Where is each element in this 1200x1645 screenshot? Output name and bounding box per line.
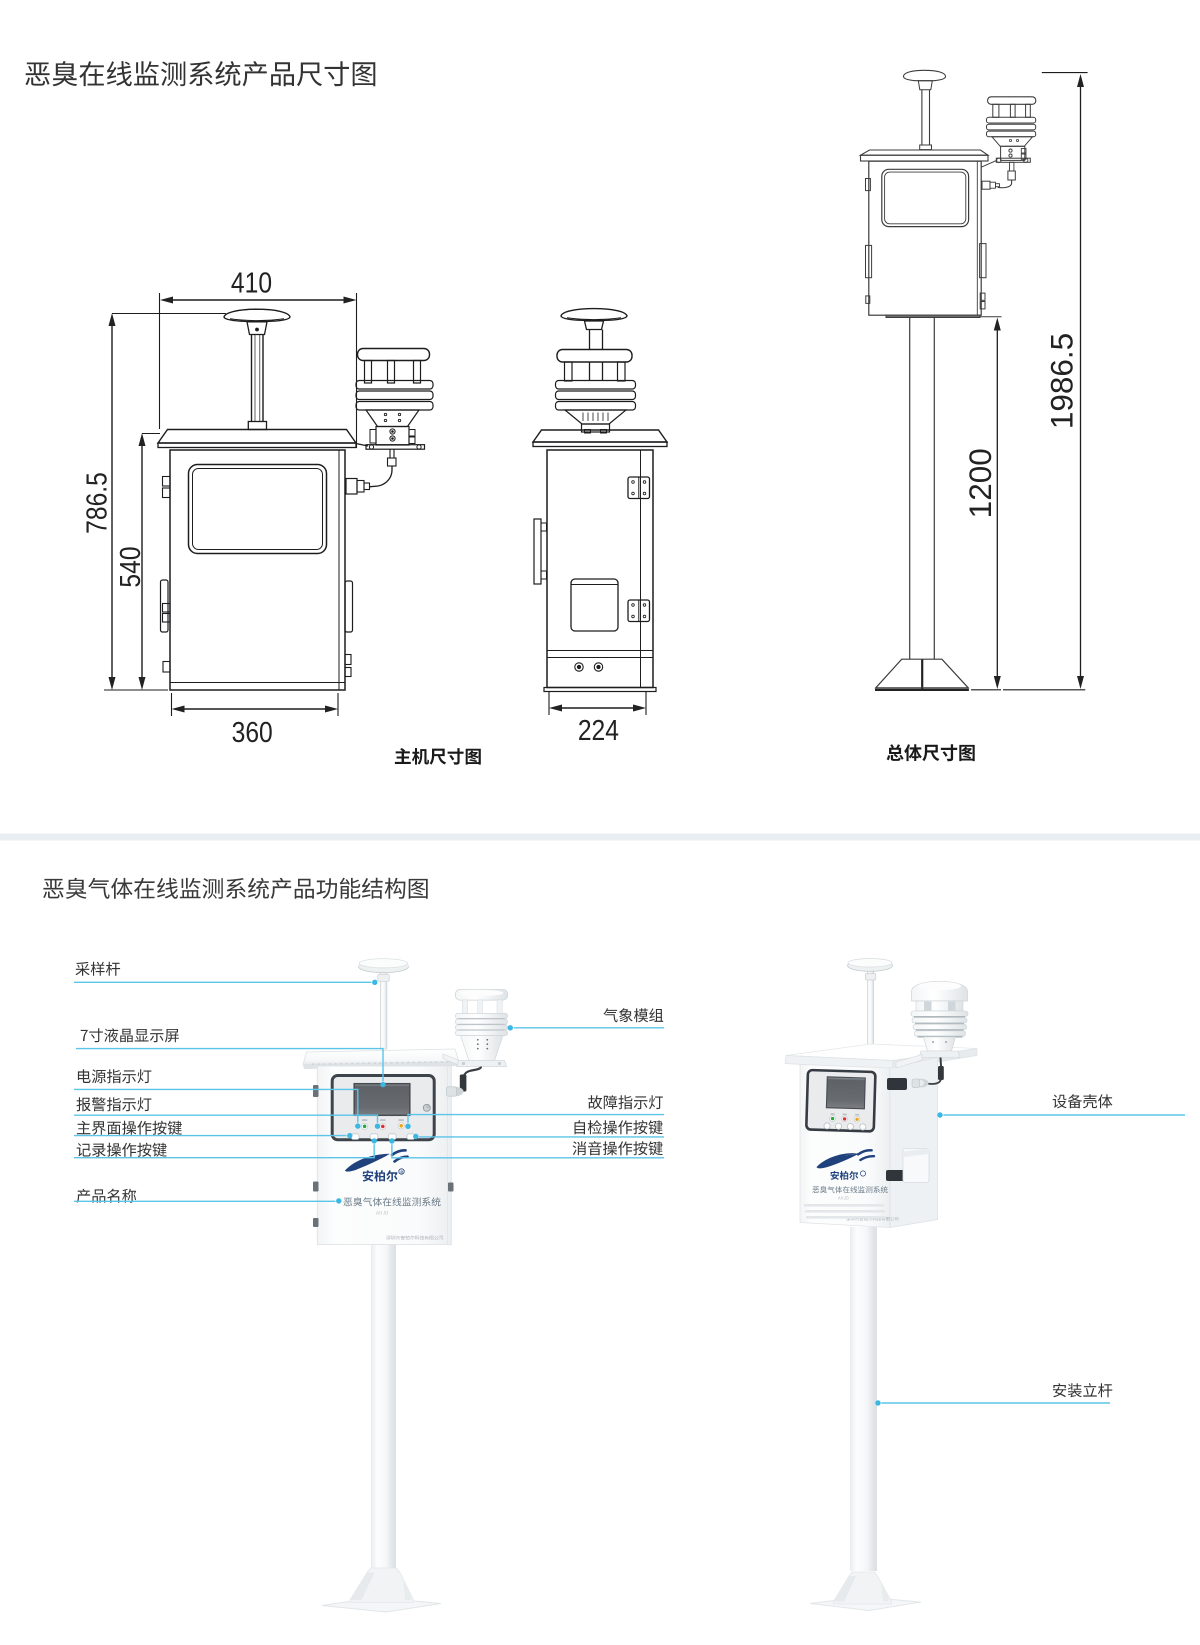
svg-text:786.5: 786.5: [80, 472, 112, 534]
svg-text:410: 410: [231, 267, 272, 299]
svg-text:1986.5: 1986.5: [1044, 333, 1080, 429]
svg-text:540: 540: [114, 546, 146, 587]
svg-text:1200: 1200: [962, 448, 998, 518]
svg-text:224: 224: [578, 714, 619, 746]
svg-text:360: 360: [232, 716, 273, 748]
